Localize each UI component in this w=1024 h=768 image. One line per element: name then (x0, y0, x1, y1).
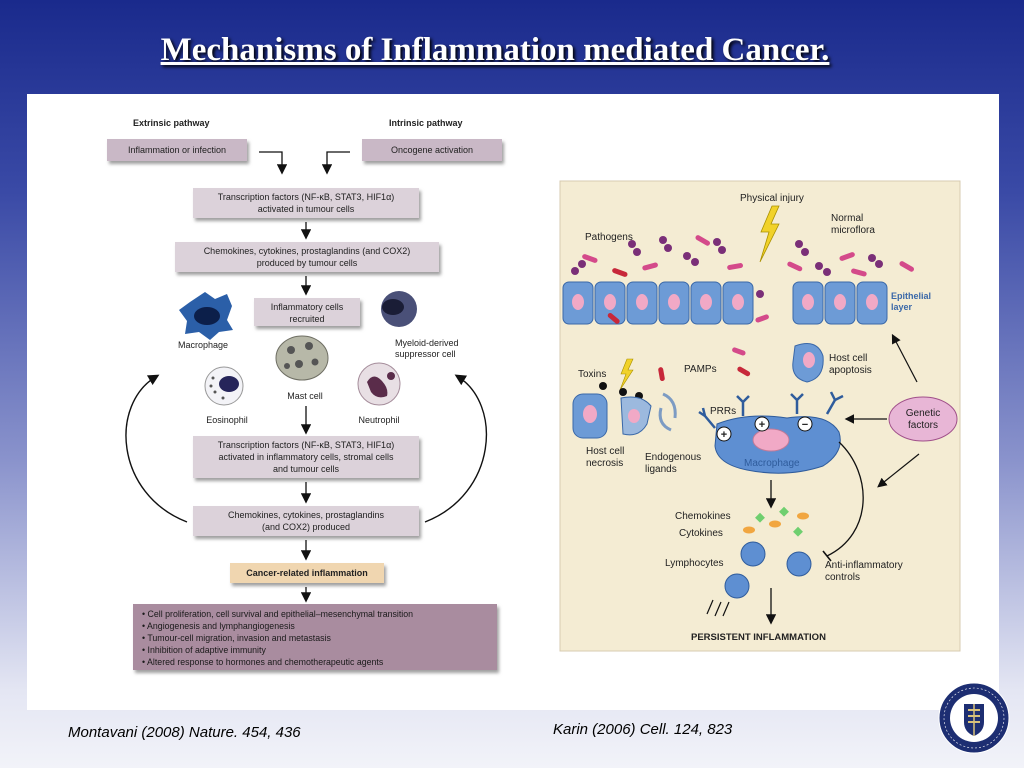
eosinophil-cell-icon (204, 366, 244, 406)
neutrophil-cell-icon (357, 362, 401, 406)
tf-tumour-line1: Transcription factors (NF-κB, STAT3, HIF… (218, 192, 395, 202)
outcome-item: • Inhibition of adaptive immunity (142, 645, 266, 655)
macrophage-label: Macrophage (178, 340, 228, 350)
endogenous-ligands-line1: Endogenous (645, 452, 701, 463)
mdsc-line1: Myeloid-derived (395, 338, 459, 348)
persistent-inflammation-diagram: Physical injury Pathogens Normal microfl… (559, 180, 961, 652)
pamps-label: PAMPs (684, 364, 717, 375)
extrinsic-pathway-label: Extrinsic pathway (133, 118, 210, 128)
pathogens-label: Pathogens (585, 232, 633, 243)
cytokines-label: Cytokines (679, 528, 723, 539)
chemokines-tumour-line2: produced by tumour cells (257, 258, 358, 268)
host-apoptosis-line1: Host cell (829, 353, 867, 364)
toxins-label: Toxins (578, 369, 606, 380)
apoptotic-cell (792, 343, 824, 383)
recruited-line2: recruited (289, 314, 324, 324)
epithelial-layer-line2: layer (891, 302, 913, 312)
tf-stromal-line3: and tumour cells (273, 464, 340, 474)
mast-cell-label: Mast cell (287, 391, 323, 401)
genetic-factors-line2: factors (908, 420, 938, 431)
university-seal-logo (938, 682, 1010, 754)
citation-right: Karin (2006) Cell. 124, 823 (553, 721, 733, 738)
macrophage-cell-icon (179, 292, 233, 340)
toxin-bolt-icon (619, 358, 634, 391)
mdsc-line2: suppressor cell (395, 349, 456, 359)
mdsc-cell-icon (381, 291, 417, 327)
normal-microflora-line1: Normal (831, 213, 863, 224)
tf-stromal-line1: Transcription factors (NF-κB, STAT3, HIF… (218, 440, 395, 450)
macrophage-diagram-label: Macrophage (744, 458, 800, 469)
chemokines-produced-line1: Chemokines, cytokines, prostaglandins (228, 510, 385, 520)
physical-injury-label: Physical injury (740, 193, 804, 204)
slide-title: Mechanisms of Inflammation mediated Canc… (160, 32, 830, 68)
lymphocytes-label: Lymphocytes (665, 558, 724, 569)
chemokines-tumour-line1: Chemokines, cytokines, prostaglandins (a… (204, 246, 411, 256)
extrinsic-intrinsic-flowchart: Extrinsic pathway Intrinsic pathway Infl… (107, 118, 502, 670)
anti-inflammatory-line2: controls (825, 572, 860, 583)
genetic-factors-line1: Genetic (906, 408, 940, 419)
figure-panel: Extrinsic pathway Intrinsic pathway Infl… (27, 94, 999, 710)
lightning-bolt-icon (759, 205, 780, 263)
oncogene-activation-box: Oncogene activation (391, 145, 473, 155)
epithelial-layer-line1: Epithelial (891, 291, 931, 301)
lymphocytes-cluster (724, 541, 812, 599)
outcome-item: • Cell proliferation, cell survival and … (142, 609, 413, 619)
tf-tumour-line2: activated in tumour cells (258, 204, 355, 214)
outcomes-list: • Cell proliferation, cell survival and … (142, 609, 413, 667)
cancer-related-inflammation-box: Cancer-related inflammation (246, 568, 368, 578)
plus-sign-icon: + (759, 419, 765, 431)
tf-stromal-line2: activated in inflammatory cells, stromal… (218, 452, 394, 462)
host-necrosis-line2: necrosis (586, 458, 623, 469)
minus-sign-icon: − (802, 419, 808, 431)
citation-left: Montavani (2008) Nature. 454, 436 (68, 724, 301, 741)
eosinophil-label: Eosinophil (206, 415, 248, 425)
outcome-item: • Angiogenesis and lymphangiogenesis (142, 621, 295, 631)
neutrophil-label: Neutrophil (358, 415, 399, 425)
chemokines-label: Chemokines (675, 511, 731, 522)
anti-inflammatory-line1: Anti-inflammatory (825, 560, 903, 571)
outcome-item: • Tumour-cell migration, invasion and me… (142, 633, 331, 643)
plus-sign-icon: + (721, 429, 727, 441)
prrs-label: PRRs (710, 406, 736, 417)
chemokines-produced-line2: (and COX2) produced (262, 522, 350, 532)
necrotic-cells (572, 392, 677, 439)
intrinsic-pathway-label: Intrinsic pathway (389, 118, 463, 128)
figures-canvas: Extrinsic pathway Intrinsic pathway Infl… (107, 118, 961, 670)
macrophage-cell-icon: + + − (698, 391, 844, 474)
outcome-item: • Altered response to hormones and chemo… (142, 657, 384, 667)
recruited-line1: Inflammatory cells (271, 302, 344, 312)
persistent-inflammation-label: PERSISTENT INFLAMMATION (691, 632, 826, 643)
endogenous-ligands-line2: ligands (645, 464, 677, 475)
normal-microflora-line2: microflora (831, 225, 875, 236)
mast-cell-icon (275, 335, 329, 381)
epithelial-layer (562, 281, 888, 325)
host-necrosis-line1: Host cell (586, 446, 624, 457)
host-apoptosis-line2: apoptosis (829, 365, 872, 376)
inflammation-infection-box: Inflammation or infection (128, 145, 226, 155)
microbes-cluster (571, 235, 915, 277)
